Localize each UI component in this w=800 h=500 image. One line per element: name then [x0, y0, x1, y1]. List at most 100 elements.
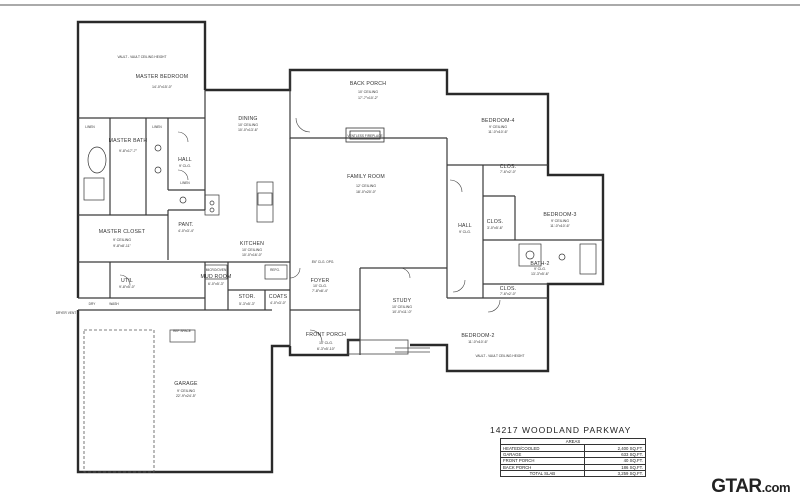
table-header: AREAS	[500, 437, 646, 446]
hall2-name: HALL	[458, 223, 472, 229]
clos2-name: CLOS.	[487, 219, 504, 225]
util-size: 9'-8"x5'-0"	[119, 285, 136, 289]
pantry-size: 4'-0"x3'-4"	[178, 229, 195, 233]
master-bath-name: MASTER BATH	[109, 138, 148, 144]
front-porch-size: 6'-3"x5'-10"	[317, 347, 336, 351]
foyer-size: 7'-8"x8'-4"	[312, 289, 329, 293]
master-bath-size: 9'-8"x17'-7"	[119, 149, 138, 153]
table-row: FRONT PORCH 40 SQ.FT.	[500, 457, 647, 465]
mud-room-name: MUD ROOM	[201, 274, 232, 280]
property-address: 14217 WOODLAND PARKWAY	[490, 425, 632, 435]
garage-name: GARAGE	[174, 381, 198, 387]
garage-size: 22'-9"x24'-5"	[176, 394, 197, 398]
fireplace-symbol	[345, 127, 385, 143]
logo-suffix: .com	[761, 480, 791, 495]
total-value: 3,259 SQ.FT.	[583, 469, 647, 478]
table-row: HEATED/COOLED 2,400 SQ.FT.	[500, 444, 647, 452]
opening-note-1: 8'6" CLG. OPG.	[312, 260, 335, 264]
kitchen-fixtures	[204, 181, 288, 280]
dining-ceiling: 10' CEILING	[238, 123, 258, 127]
vault-note-bed2: VAULT - VAULT CEILING HEIGHT	[476, 354, 525, 358]
dining-name: DINING	[238, 116, 257, 122]
clos3-size: 7'-6"x2'-0"	[500, 292, 517, 296]
door-swings	[119, 117, 501, 343]
back-porch-ceiling: 10' CEILING	[358, 90, 378, 94]
exterior-walls	[76, 20, 605, 474]
family-room-size: 18'-0"x20'-0"	[356, 190, 377, 194]
dryer-vent-note: DRYER VENT	[56, 311, 77, 315]
clos3-name: CLOS.	[500, 286, 517, 292]
bedroom3-ceiling: 9' CEILING	[551, 219, 569, 223]
bath2-size: 13'-3"x5'-6"	[531, 272, 550, 276]
front-porch-name: FRONT PORCH	[306, 332, 346, 338]
garage-ceiling: 9' CEILING	[177, 389, 195, 393]
foyer-name: FOYER	[311, 278, 330, 284]
pantry-name: PANT.	[178, 222, 193, 228]
dining-size: 10'-0"x13'-6"	[238, 128, 259, 132]
clos1-name: CLOS.	[500, 164, 517, 170]
master-bedroom-size: 14'-0"x15'-0"	[152, 85, 173, 89]
back-porch-size: 17'-7"x10'-2"	[358, 96, 379, 100]
hall1-ceiling: 9' CLG.	[179, 164, 191, 168]
table-header-row: AREAS	[500, 437, 646, 446]
table-total-row: TOTAL SLAB 3,259 SQ.FT.	[500, 469, 647, 478]
family-room-ceiling: 12' CEILING	[356, 184, 376, 188]
row-value: 40 SQ.FT.	[583, 457, 647, 465]
area-table: AREAS HEATED/COOLED 2,400 SQ.FT. GARAGE …	[500, 437, 647, 478]
kitchen-ceiling: 10' CEILING	[242, 248, 262, 252]
bedroom4-size: 11'-0"x10'-6"	[488, 130, 509, 134]
master-closet-name: MASTER CLOSET	[99, 229, 146, 235]
wash-label: WASH	[109, 302, 119, 306]
bath2-name: BATH-2	[530, 261, 549, 267]
linen-label-3: LINEN	[180, 181, 190, 185]
coats-name: COATS	[269, 294, 288, 300]
hall2-ceiling: 9' CLG.	[459, 230, 471, 234]
linen-label-2: LINEN	[152, 125, 162, 129]
linen-label-1: LINEN	[85, 125, 95, 129]
study-name: STUDY	[393, 298, 412, 304]
fireplace-label: VENTLESS FIREPLACE	[347, 134, 382, 138]
bath2-ceiling: 9' CLG.	[534, 267, 546, 271]
kitchen-size: 10'-0"x16'-0"	[242, 253, 263, 257]
area-schedule: 14217 WOODLAND PARKWAY AREAS HEATED/COOL…	[490, 425, 647, 478]
bedroom3-size: 11'-0"x10'-6"	[550, 224, 571, 228]
table-row: GARAGE 633 SQ.FT.	[500, 450, 647, 459]
row-value: 186 SQ.FT.	[583, 463, 647, 471]
room-labels: VAULT - VAULT CEILING HEIGHT MASTER BEDR…	[56, 55, 577, 398]
clos2-size: 3'-0"x5'-6"	[487, 226, 504, 230]
coats-size: 4'-0"x3'-0"	[270, 301, 287, 305]
refg-label: REFG.	[270, 268, 280, 272]
stor-size: 5'-3"x5'-3"	[239, 302, 256, 306]
ref-space-label: REF SPACE	[173, 329, 191, 333]
foyer-ceiling: 10' CLG.	[313, 284, 327, 288]
bath-fixtures	[83, 144, 597, 275]
clos1-size: 7'-6"x2'-0"	[500, 170, 517, 174]
study-size: 10'-0"x11'-0"	[392, 310, 413, 314]
row-value: 2,400 SQ.FT.	[583, 444, 647, 452]
table-row: BACK PORCH 186 SQ.FT.	[500, 463, 647, 471]
bedroom2-size: 11'-0"x10'-6"	[468, 340, 489, 344]
master-bedroom-name: MASTER BEDROOM	[136, 74, 189, 80]
vault-note-master: VAULT - VAULT CEILING HEIGHT	[118, 55, 167, 59]
total-label: TOTAL SLAB	[500, 469, 585, 478]
gtar-logo: GTAR.com	[711, 476, 790, 498]
kitchen-name: KITCHEN	[240, 241, 264, 247]
interior-walls	[78, 70, 603, 355]
family-room-name: FAMILY ROOM	[347, 174, 385, 180]
master-closet-ceiling: 9' CEILING	[113, 238, 131, 242]
front-porch-ceiling: 10' CLG.	[319, 341, 333, 345]
bedroom3-name: BEDROOM-3	[543, 212, 576, 218]
bedroom4-name: BEDROOM-4	[481, 118, 514, 124]
micro-oven-label: MICRO/OVEN	[206, 268, 227, 272]
dry-label: DRY	[89, 302, 97, 306]
util-name: UTIL	[121, 278, 133, 284]
bedroom2-name: BEDROOM-2	[461, 333, 494, 339]
mud-room-size: 6'-0"x5'-3"	[208, 282, 225, 286]
logo-brand: GTAR	[711, 476, 762, 497]
study-ceiling: 10' CEILING	[392, 305, 412, 309]
hall1-name: HALL	[178, 157, 192, 163]
row-value: 633 SQ.FT.	[583, 450, 647, 459]
bedroom4-ceiling: 9' CEILING	[489, 125, 507, 129]
master-closet-size: 9'-8"x8'-11"	[113, 244, 132, 248]
